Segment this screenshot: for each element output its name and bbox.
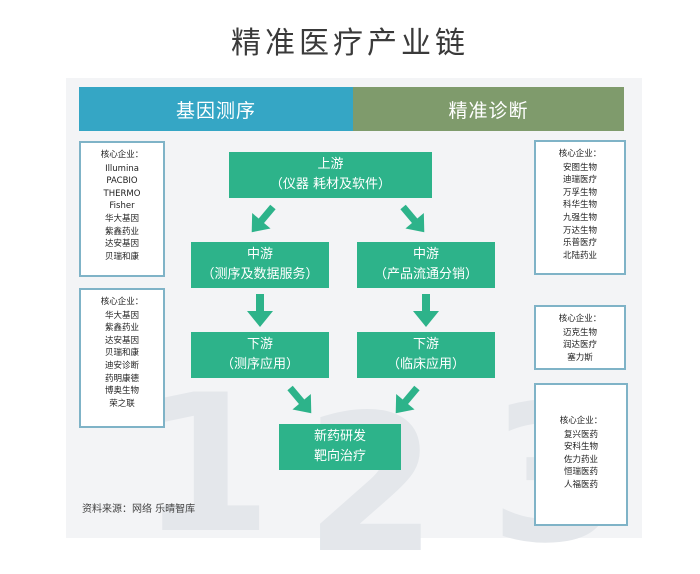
company-item: 迈克生物: [562, 327, 597, 338]
downstream-clinical-desc: （临床应用）: [386, 357, 465, 372]
company-item: THERMO: [103, 188, 141, 199]
panel-heading: 核心企业：: [100, 150, 144, 160]
panel-heading: 核心企业：: [559, 416, 603, 426]
arrow-down-icon: [413, 294, 439, 327]
company-list: 复兴医药 安科生物 佐力药业 恒瑞医药 人福医药: [536, 429, 626, 492]
downstream-sequencing-label: 下游: [246, 337, 273, 352]
panel-sequencing-companies: 核心企业： 华大基因 紫鑫药业 达安基因 贝瑞和康 迪安诊断 药明康德 博奥生物…: [79, 288, 165, 428]
company-item: 安图生物: [562, 162, 597, 173]
company-item: 科华生物: [562, 200, 597, 211]
arrow-down-right-icon: [400, 204, 425, 233]
drug-targeting-box: 新药研发 靶向治疗: [279, 424, 401, 470]
panel-distribution-companies: 核心企业： 迈克生物 润达医疗 塞力斯: [534, 305, 626, 370]
downstream-clinical-label: 下游: [412, 337, 439, 352]
downstream-sequencing-box: 下游 （测序应用）: [191, 332, 329, 378]
company-item: 迪瑞医疗: [562, 175, 597, 186]
drug-research-label: 新药研发: [313, 429, 366, 444]
company-item: 迪安诊断: [104, 360, 139, 371]
upstream-desc: （仪器 耗材及软件）: [269, 177, 392, 192]
company-item: 复兴医药: [563, 429, 598, 440]
company-item: 佐力药业: [563, 454, 598, 465]
company-list: 安图生物 迪瑞医疗 万孚生物 科华生物 九强生物 万达生物 乐普医疗 北陆药业: [536, 162, 624, 263]
arrow-merge-left-icon: [287, 385, 312, 414]
company-item: 紫鑫药业: [104, 323, 139, 334]
targeted-therapy-label: 靶向治疗: [313, 449, 366, 464]
company-item: 乐普医疗: [562, 238, 597, 249]
arrow-merge-right-icon: [395, 385, 420, 414]
company-item: 贝瑞和康: [104, 251, 139, 262]
company-item: 贝瑞和康: [104, 348, 139, 359]
panel-heading: 核心企业：: [558, 314, 602, 324]
panel-diagnosis-upstream-companies: 核心企业： 安图生物 迪瑞医疗 万孚生物 科华生物 九强生物 万达生物 乐普医疗…: [534, 140, 626, 275]
company-item: PACBIO: [106, 176, 138, 187]
company-item: 博奥生物: [104, 386, 139, 397]
arrow-down-left-icon: [251, 204, 276, 233]
company-item: Fisher: [109, 201, 135, 212]
company-item: 安科生物: [563, 442, 598, 453]
midstream-sequencing-label: 中游: [246, 247, 273, 262]
midstream-sequencing-box: 中游 （测序及数据服务）: [191, 242, 329, 288]
midstream-distribution-box: 中游 （产品流通分销）: [357, 242, 495, 288]
company-item: 润达医疗: [562, 340, 597, 351]
panel-heading: 核心企业：: [558, 149, 602, 159]
company-item: 恒瑞医药: [563, 467, 598, 478]
company-item: 药明康德: [104, 373, 139, 384]
company-item: 达安基因: [104, 335, 139, 346]
midstream-distribution-desc: （产品流通分销）: [373, 267, 478, 282]
company-item: 华大基因: [104, 310, 139, 321]
downstream-clinical-box: 下游 （临床应用）: [357, 332, 495, 378]
company-list: Illumina PACBIO THERMO Fisher 华大基因 紫鑫药业 …: [81, 163, 163, 264]
downstream-sequencing-desc: （测序应用）: [220, 357, 299, 372]
company-item: 华大基因: [104, 213, 139, 224]
panel-upstream-companies: 核心企业： Illumina PACBIO THERMO Fisher 华大基因…: [79, 141, 165, 277]
company-item: 达安基因: [104, 239, 139, 250]
company-item: 北陆药业: [562, 250, 597, 261]
company-item: 万达生物: [562, 225, 597, 236]
gene-sequencing-header: 基因测序: [79, 87, 353, 131]
midstream-sequencing-desc: （测序及数据服务）: [201, 267, 319, 282]
precision-diagnosis-header: 精准诊断: [353, 87, 624, 131]
source-note: 资料来源：网络 乐晴智库: [82, 504, 196, 515]
watermark-digit-2: 2: [305, 374, 438, 574]
company-list: 迈克生物 润达医疗 塞力斯: [536, 327, 624, 365]
panel-heading: 核心企业：: [100, 297, 144, 307]
company-item: 塞力斯: [567, 352, 593, 363]
panel-clinical-companies: 核心企业： 复兴医药 安科生物 佐力药业 恒瑞医药 人福医药: [534, 383, 628, 526]
company-item: 荣之联: [109, 398, 135, 409]
company-list: 华大基因 紫鑫药业 达安基因 贝瑞和康 迪安诊断 药明康德 博奥生物 荣之联: [81, 310, 163, 411]
company-item: 九强生物: [562, 212, 597, 223]
company-item: 万孚生物: [562, 187, 597, 198]
company-item: Illumina: [105, 163, 139, 174]
company-item: 紫鑫药业: [104, 226, 139, 237]
company-item: 人福医药: [563, 479, 598, 490]
upstream-box: 上游 （仪器 耗材及软件）: [229, 152, 432, 198]
page-title: 精准医疗产业链: [231, 26, 469, 61]
midstream-distribution-label: 中游: [412, 247, 439, 262]
upstream-label: 上游: [317, 157, 344, 172]
arrow-down-icon: [247, 294, 273, 327]
